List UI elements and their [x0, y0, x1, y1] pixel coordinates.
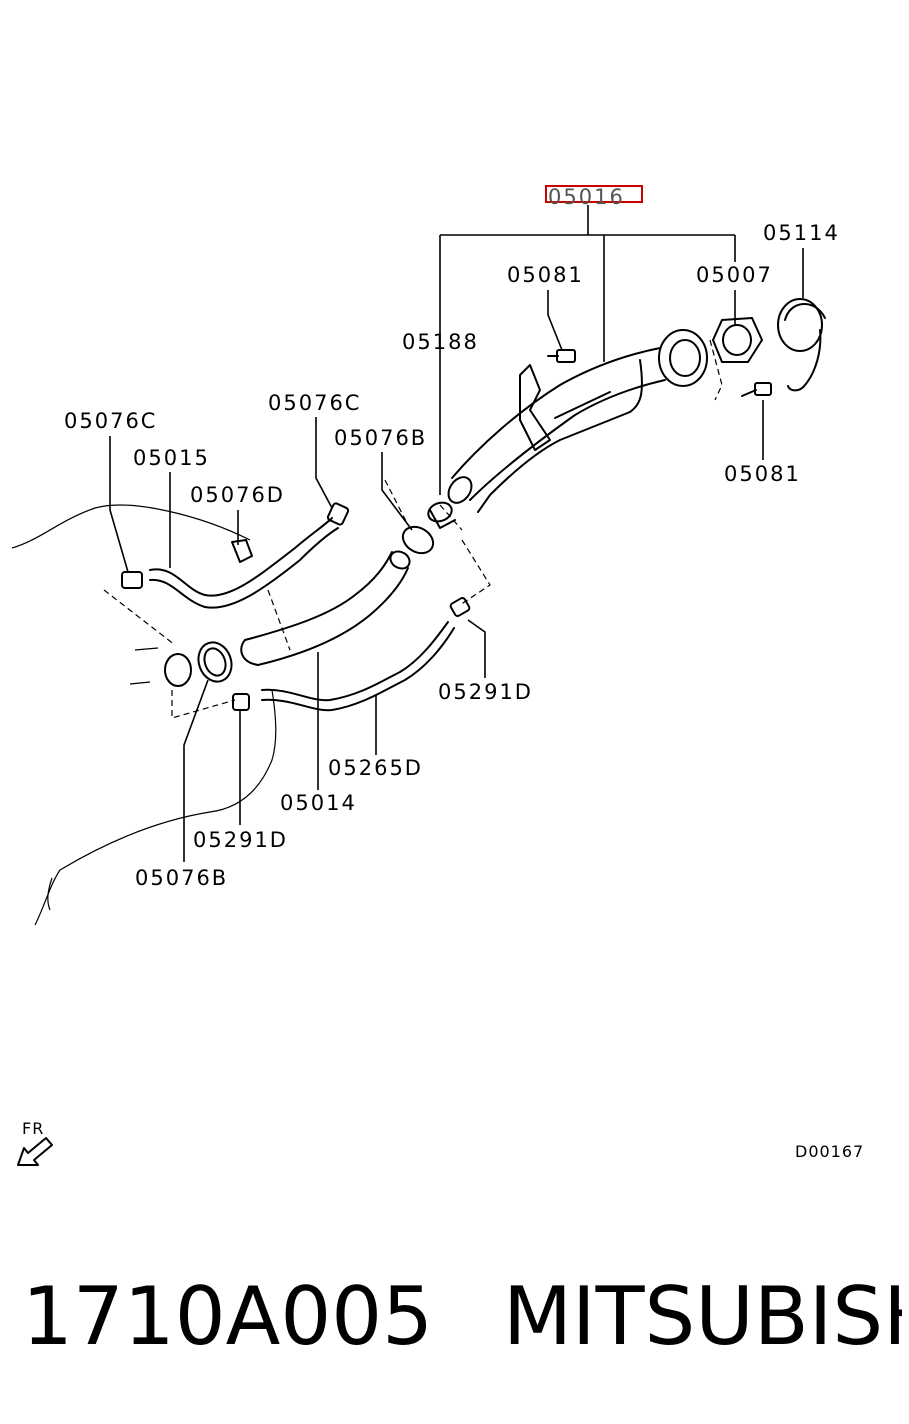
vent-hose	[232, 597, 471, 712]
fuel-cap-assembly	[547, 298, 826, 397]
label-05081-top: 05081	[507, 263, 584, 287]
main-hose	[240, 550, 411, 666]
label-05015: 05015	[133, 446, 210, 470]
label-05188: 05188	[402, 330, 479, 354]
label-05014: 05014	[280, 791, 357, 815]
forward-indicator: FR	[17, 1119, 53, 1166]
label-05265d: 05265D	[328, 756, 423, 780]
label-05076c-mid: 05076C	[268, 391, 361, 415]
part-number: 1710A005	[22, 1270, 434, 1363]
assembly-guides	[103, 339, 723, 719]
breather-hose	[121, 502, 350, 609]
label-05007: 05007	[696, 263, 773, 287]
leader-lines	[109, 205, 804, 862]
label-05076b-bottom: 05076B	[135, 866, 228, 890]
direction-label: FR	[22, 1119, 44, 1138]
label-05114: 05114	[763, 221, 840, 245]
label-05016: 05016	[548, 185, 625, 209]
caption: 1710A005 MITSUBISHI	[22, 1262, 902, 1372]
label-05081-right: 05081	[724, 462, 801, 486]
part-labels: 05016 05114 05081 05007 05188 05076C 050…	[64, 185, 840, 890]
label-05076b-top: 05076B	[334, 426, 427, 450]
tank-inlet	[129, 647, 192, 687]
forward-arrow-icon	[17, 1137, 53, 1166]
label-05291d-right: 05291D	[438, 680, 533, 704]
highlight-box	[545, 185, 643, 203]
label-05076c-left: 05076C	[64, 409, 157, 433]
label-05291d-bottom: 05291D	[193, 828, 288, 852]
body-outline	[11, 504, 277, 926]
label-05076d: 05076D	[190, 483, 285, 507]
hose-clamps	[197, 525, 435, 683]
brand: MITSUBISHI	[503, 1270, 902, 1363]
drawing-code: D00167	[795, 1142, 864, 1161]
filler-neck	[427, 329, 708, 529]
